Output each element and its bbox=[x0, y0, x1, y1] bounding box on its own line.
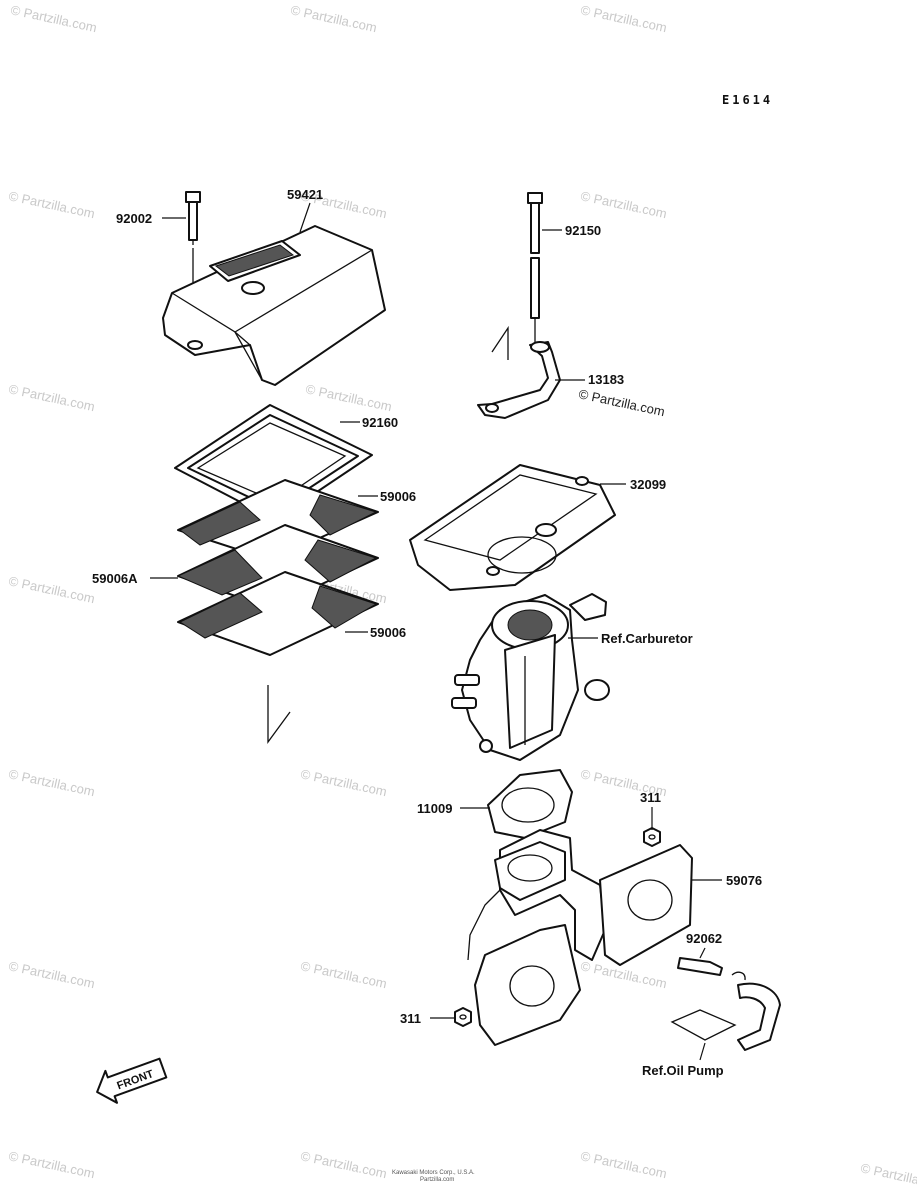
front-arrow: FRONT bbox=[96, 1057, 168, 1104]
part-labels: 92002 59421 92150 13183 © Partzilla.com … bbox=[92, 187, 762, 1078]
watermark: © Partzilla.com bbox=[7, 381, 96, 414]
nut-311-bottom bbox=[454, 1007, 472, 1027]
watermark: © Partzilla.com bbox=[579, 1148, 668, 1181]
filter-screen-59006-bottom bbox=[177, 571, 379, 656]
watermark: © Partzilla.com bbox=[7, 766, 96, 799]
oil-pump-hose bbox=[670, 971, 781, 1051]
gasket-11009 bbox=[487, 769, 573, 839]
label-311-bottom: 311 bbox=[400, 1011, 421, 1026]
nut-311-top bbox=[643, 827, 661, 847]
watermark-inline: © Partzilla.com bbox=[577, 386, 666, 419]
label-59076: 59076 bbox=[726, 873, 762, 888]
label-ref-oil-pump: Ref.Oil Pump bbox=[642, 1063, 724, 1078]
watermark: © Partzilla.com bbox=[299, 958, 388, 991]
leader-lines bbox=[150, 202, 722, 1061]
label-59006-bottom: 59006 bbox=[370, 625, 406, 640]
watermark: © Partzilla.com bbox=[299, 1148, 388, 1181]
watermark: © Partzilla.com bbox=[9, 2, 98, 35]
label-ref-carburetor: Ref.Carburetor bbox=[601, 631, 693, 646]
label-13183: 13183 bbox=[588, 372, 624, 387]
fitting-92062 bbox=[677, 957, 723, 976]
watermark: © Partzilla.com bbox=[7, 958, 96, 991]
watermark: © Partzilla.com bbox=[7, 188, 96, 221]
label-92150: 92150 bbox=[565, 223, 601, 238]
case-32099 bbox=[409, 464, 616, 591]
carburetor bbox=[451, 593, 610, 761]
watermark: © Partzilla.com bbox=[304, 381, 393, 414]
filter-screen-59006A bbox=[176, 524, 379, 609]
label-92062: 92062 bbox=[686, 931, 722, 946]
watermark: © Partzilla.com bbox=[579, 188, 668, 221]
label-59006A: 59006A bbox=[92, 571, 138, 586]
label-92160: 92160 bbox=[362, 415, 398, 430]
label-311-top: 311 bbox=[640, 790, 661, 805]
watermark: © Partzilla.com bbox=[579, 2, 668, 35]
label-32099: 32099 bbox=[630, 477, 666, 492]
air-cover-59421 bbox=[162, 225, 386, 386]
gasket-92160 bbox=[174, 404, 373, 521]
label-59006-top: 59006 bbox=[380, 489, 416, 504]
watermark: © Partzilla.com bbox=[289, 2, 378, 35]
alignment-mark-bottom bbox=[267, 685, 291, 744]
copyright-mark: © Partzilla.com bbox=[859, 1160, 917, 1193]
label-59421: 59421 bbox=[287, 187, 323, 202]
stud-92150 bbox=[527, 192, 543, 345]
diagram-code: E1614 bbox=[722, 93, 773, 107]
watermark: © Partzilla.com bbox=[7, 573, 96, 606]
footer-notice-line1: Kawasaki Motors Corp., U.S.A. bbox=[392, 1170, 475, 1176]
bracket-13183 bbox=[477, 341, 561, 419]
footer-notice: Kawasaki Motors Corp., U.S.A. Partzilla.… bbox=[392, 1170, 475, 1183]
label-92002: 92002 bbox=[116, 211, 152, 226]
footer-notice-line2: Partzilla.com bbox=[420, 1177, 454, 1183]
watermark: © Partzilla.com bbox=[7, 1148, 96, 1181]
label-11009: 11009 bbox=[417, 801, 452, 816]
watermark: © Partzilla.com bbox=[299, 766, 388, 799]
alignment-mark-top bbox=[491, 325, 509, 360]
manifold-59076 bbox=[467, 829, 693, 1046]
